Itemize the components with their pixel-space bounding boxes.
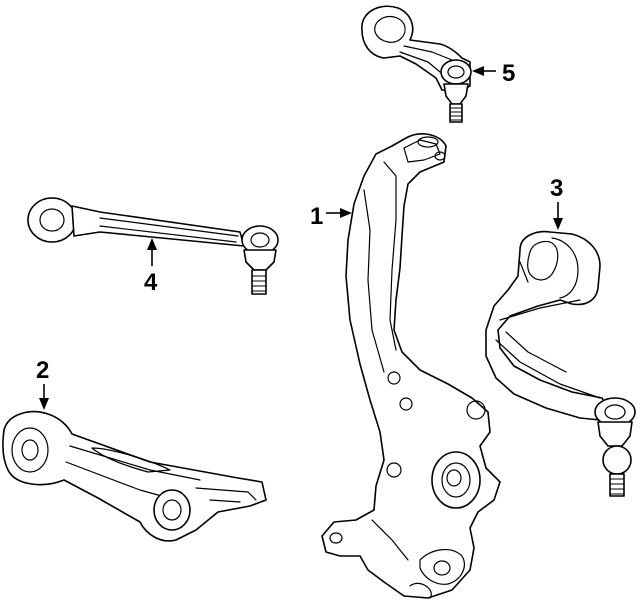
- part-3-upper-arm: [485, 230, 636, 497]
- callout-2-label: 2: [36, 357, 49, 384]
- part-5-upper-control-arm: [361, 5, 472, 123]
- part-1-steering-knuckle: [321, 133, 501, 599]
- callout-3: 3: [550, 175, 563, 230]
- callout-2: 2: [36, 357, 49, 410]
- callout-4: 4: [144, 238, 158, 296]
- callout-1: 1: [310, 203, 352, 230]
- callout-3-label: 3: [550, 175, 563, 202]
- part-4-lateral-link: [27, 197, 279, 295]
- callout-4-label: 4: [144, 269, 158, 296]
- callout-1-label: 1: [310, 203, 323, 230]
- callout-5-label: 5: [502, 60, 515, 87]
- callout-5: 5: [472, 60, 515, 87]
- part-2-lower-control-arm: [2, 410, 267, 542]
